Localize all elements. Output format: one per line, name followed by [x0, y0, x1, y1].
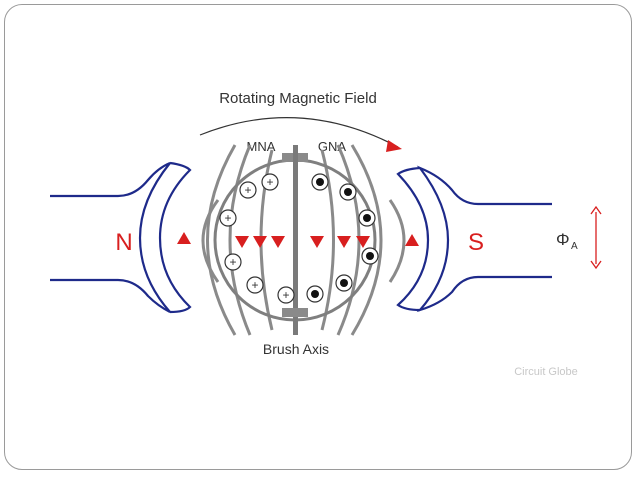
north-pole-label: N	[115, 229, 132, 256]
flux-annotation: Φ A	[556, 205, 602, 270]
conductor-dot	[361, 247, 379, 265]
conductor-plus-sign: +	[244, 183, 251, 197]
plus-conductors	[219, 173, 295, 304]
watermark: Circuit Globe	[514, 366, 578, 378]
field-arrow-down	[310, 236, 324, 248]
conductor-plus-sign: +	[251, 278, 258, 292]
conductor-plus	[224, 253, 242, 271]
field-arrow-down	[271, 236, 285, 248]
mna-label: MNA	[247, 139, 276, 154]
conductor-plus-sign: +	[229, 255, 236, 269]
field-arrow-down	[337, 236, 351, 248]
field-arrow-down	[356, 236, 370, 248]
conductor-plus	[239, 181, 257, 199]
brush-shaft	[293, 145, 298, 335]
conductor-dot	[311, 173, 329, 191]
conductor-dot	[335, 274, 353, 292]
field-arrow-up-left	[177, 232, 191, 244]
conductor-plus-sign: +	[266, 175, 273, 189]
south-pole-label: S	[468, 229, 484, 256]
flux-subscript: A	[571, 241, 578, 252]
conductor-plus-sign: +	[224, 211, 231, 225]
brush-axis-label: Brush Axis	[263, 341, 329, 357]
conductor-dot	[339, 183, 357, 201]
conductor-dot	[306, 285, 324, 303]
field-arrow-up-right	[405, 234, 419, 246]
field-arrows-down	[235, 236, 370, 248]
field-arrow-down	[235, 236, 249, 248]
conductor-plus	[246, 276, 264, 294]
flux-symbol: Φ	[556, 230, 570, 249]
conductor-plus	[219, 209, 237, 227]
field-arrow-down	[253, 236, 267, 248]
diagram-title: Rotating Magnetic Field	[219, 90, 377, 107]
conductor-plus-sign: +	[282, 288, 289, 302]
conductor-plus	[261, 173, 279, 191]
rotation-arc-arrow	[199, 117, 399, 148]
dot-conductors	[306, 173, 379, 303]
north-pole	[50, 161, 192, 314]
conductor-dot	[358, 209, 376, 227]
magnetic-field-lines	[201, 144, 406, 336]
flux-arrow-top	[590, 205, 602, 215]
south-pole	[396, 165, 552, 313]
brush-bottom	[282, 308, 308, 317]
rotation-arrowhead	[386, 140, 402, 152]
flux-arrow-bottom	[590, 260, 602, 270]
conductor-plus	[277, 286, 295, 304]
